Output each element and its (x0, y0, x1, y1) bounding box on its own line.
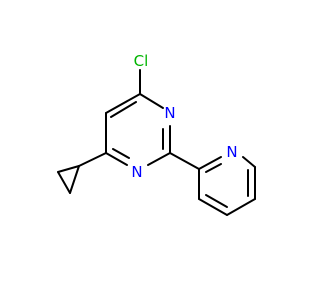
bond-py-c2-n-double (205, 163, 222, 173)
bond-py-c5-c4 (226, 198, 256, 216)
bond-n1-c2 (147, 152, 171, 166)
bond-c4-c5-double (110, 101, 137, 118)
atom-labels: Cl N N N (131, 52, 237, 181)
atom-label-n3: N (164, 104, 175, 122)
bond-py-c2-n (198, 156, 222, 170)
bond-c6-n1 (105, 152, 128, 166)
bond-cp-c-a (69, 165, 80, 194)
bond-c4-c5 (105, 93, 141, 114)
bond-cp-b-c (57, 171, 71, 194)
bond-c6-cyclopropyl (78, 152, 107, 167)
atom-label-n1: N (131, 163, 142, 181)
bond-py-c4-c3 (198, 198, 228, 216)
chemical-structure-diagram: Cl N N N (57, 52, 256, 216)
bond-py-n-c6 (242, 156, 256, 168)
atom-label-n-pyridine: N (226, 143, 237, 161)
bond-py-c4-c3-double (205, 194, 228, 208)
atom-label-cl: Cl (134, 52, 149, 70)
bond-n3-c4 (139, 93, 164, 109)
bond-cp-a-b (57, 165, 80, 173)
bond-c2-pyridine (169, 152, 200, 170)
bond-c6-n1-double (112, 148, 130, 159)
bonds (57, 69, 256, 216)
